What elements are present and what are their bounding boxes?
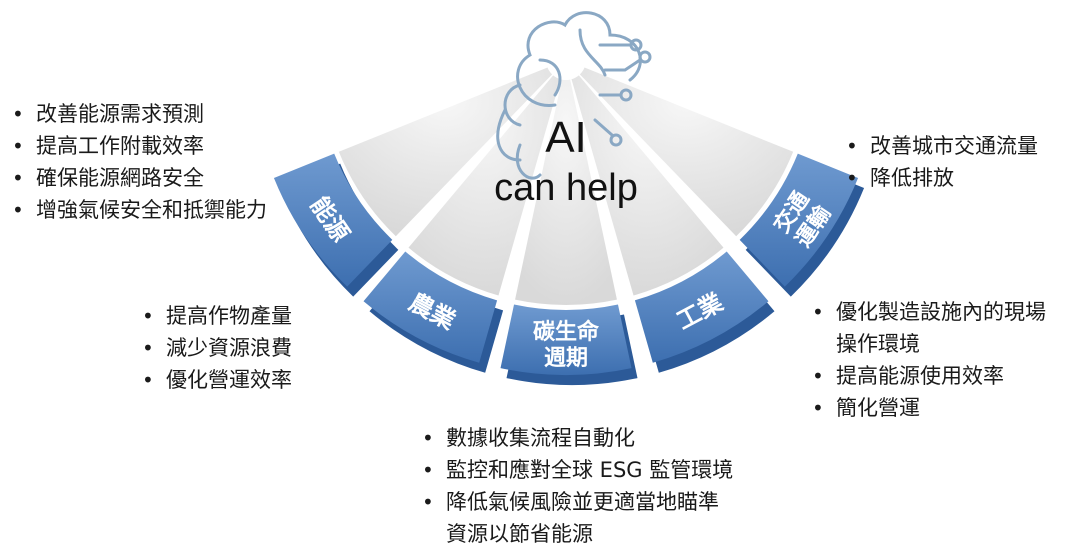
inner-wedge-energy	[338, 67, 553, 237]
inner-wedge-industry	[571, 75, 724, 296]
segment-agri: 農業	[363, 251, 504, 373]
brain-circuit-icon	[496, 11, 652, 180]
list-item: 提高工作附載效率	[6, 130, 267, 162]
segment-industry: 工業	[634, 251, 775, 373]
list-item-continuation: 操作環境	[836, 332, 920, 356]
list-item: 改善城市交通流量	[840, 130, 1038, 162]
segment-ring: 能源農業碳生命週期工業交通運輸	[273, 153, 865, 385]
list-item: 降低排放	[840, 162, 1038, 194]
transport-benefits-list: 改善城市交通流量 降低排放	[840, 130, 1038, 194]
energy-benefits-list: 改善能源需求預測 提高工作附載效率 確保能源網路安全 增強氣候安全和抵禦能力	[6, 98, 267, 226]
segment-face	[363, 251, 498, 363]
inner-wedge-carbon	[515, 79, 617, 305]
center-subtitle: can help	[494, 167, 638, 209]
list-item: 提高能源使用效率	[806, 360, 1046, 392]
list-item: 數據收集流程自動化	[416, 422, 733, 454]
agri-benefits-list: 提高作物產量 減少資源浪費 優化營運效率	[136, 300, 292, 396]
list-item: 優化營運效率	[136, 364, 292, 396]
list-item: 降低氣候風險並更適當地瞄準	[416, 486, 733, 518]
segment-label: 碳生命	[533, 319, 600, 345]
list-item: 優化製造設施內的現場	[806, 296, 1046, 328]
inner-fan	[338, 67, 794, 305]
center-title: AI	[545, 113, 587, 162]
segment-energy: 能源	[273, 153, 399, 297]
list-item: 簡化營運	[806, 392, 1046, 424]
list-item: 提高作物產量	[136, 300, 292, 332]
segment-face	[500, 304, 632, 375]
carbon-benefits-list: 數據收集流程自動化 監控和應對全球 ESG 監管環境 降低氣候風險並更適當地瞄準…	[416, 422, 733, 550]
industry-benefits-list: 優化製造設施內的現場 操作環境 提高能源使用效率 簡化營運	[806, 296, 1046, 424]
segment-face	[634, 251, 769, 363]
list-item: 確保能源網路安全	[6, 162, 267, 194]
list-item: 減少資源浪費	[136, 332, 292, 364]
list-item: 改善能源需求預測	[6, 98, 267, 130]
segment-face	[739, 153, 859, 287]
list-item-continuation: 資源以節省能源	[446, 522, 593, 546]
segment-face	[273, 153, 393, 287]
segment-label: 週期	[544, 346, 588, 371]
list-item: 增強氣候安全和抵禦能力	[6, 194, 267, 226]
inner-wedge-transport	[579, 67, 794, 237]
list-item: 監控和應對全球 ESG 監管環境	[416, 454, 733, 486]
inner-wedge-agri	[408, 75, 561, 296]
